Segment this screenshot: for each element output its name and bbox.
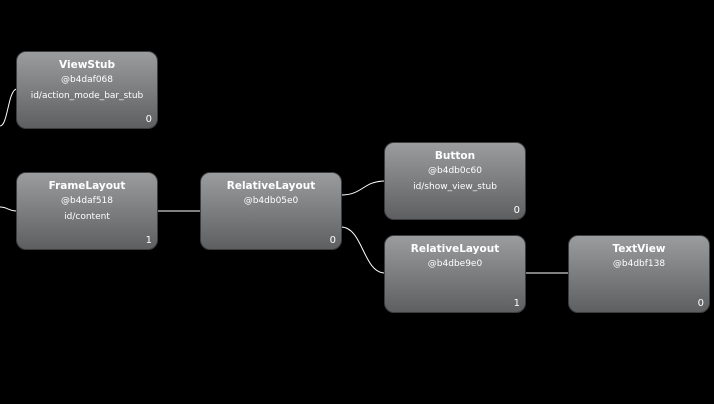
node-textview[interactable]: TextView @b4dbf138 0 xyxy=(568,235,710,313)
node-framelayout[interactable]: FrameLayout @b4daf518 id/content 1 xyxy=(16,172,158,250)
node-child-count: 0 xyxy=(329,235,336,246)
node-viewstub[interactable]: ViewStub @b4daf068 id/action_mode_bar_st… xyxy=(16,51,158,129)
connector-parent-to-viewstub xyxy=(0,88,18,127)
node-id: id/action_mode_bar_stub xyxy=(30,91,144,101)
node-child-count: 0 xyxy=(145,114,152,125)
connector-relativelayout-to-relativelayout xyxy=(340,226,386,274)
node-hash: @b4dbe9e0 xyxy=(427,259,483,269)
node-child-count: 1 xyxy=(145,235,152,246)
connector-parent-to-framelayout xyxy=(0,206,18,212)
node-relativelayout-root[interactable]: RelativeLayout @b4db05e0 0 xyxy=(200,172,342,250)
node-child-count: 0 xyxy=(513,205,520,216)
node-id: id/show_view_stub xyxy=(413,182,497,192)
node-child-count: 0 xyxy=(697,298,704,309)
node-child-count: 1 xyxy=(513,298,520,309)
node-id: id/content xyxy=(64,212,110,222)
node-title: RelativeLayout xyxy=(226,180,316,192)
node-hash: @b4dbf138 xyxy=(612,259,666,269)
node-button[interactable]: Button @b4db0c60 id/show_view_stub 0 xyxy=(384,142,526,220)
node-title: TextView xyxy=(612,243,666,255)
node-hash: @b4db05e0 xyxy=(243,196,299,206)
node-hash: @b4daf518 xyxy=(60,196,113,206)
node-title: RelativeLayout xyxy=(410,243,500,255)
node-title: FrameLayout xyxy=(48,180,126,192)
node-relativelayout-child[interactable]: RelativeLayout @b4dbe9e0 1 xyxy=(384,235,526,313)
node-title: Button xyxy=(434,150,476,162)
connector-relativelayout-to-button xyxy=(340,180,386,196)
node-hash: @b4db0c60 xyxy=(428,166,482,176)
node-title: ViewStub xyxy=(59,59,115,71)
node-hash: @b4daf068 xyxy=(60,75,113,85)
